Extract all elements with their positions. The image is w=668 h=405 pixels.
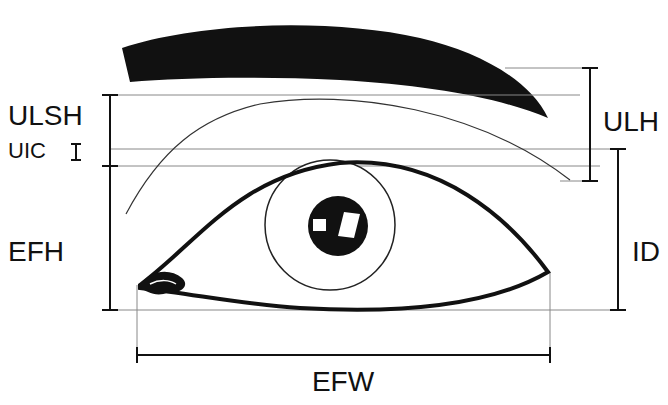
dimension-label: UIC xyxy=(8,140,46,162)
dimension-label: ULSH xyxy=(8,102,83,130)
dimension-label: ULH xyxy=(603,108,659,136)
dimension-label: EFW xyxy=(312,368,374,396)
dimension-label: ID xyxy=(632,238,660,266)
dimension-label: EFH xyxy=(8,238,64,266)
